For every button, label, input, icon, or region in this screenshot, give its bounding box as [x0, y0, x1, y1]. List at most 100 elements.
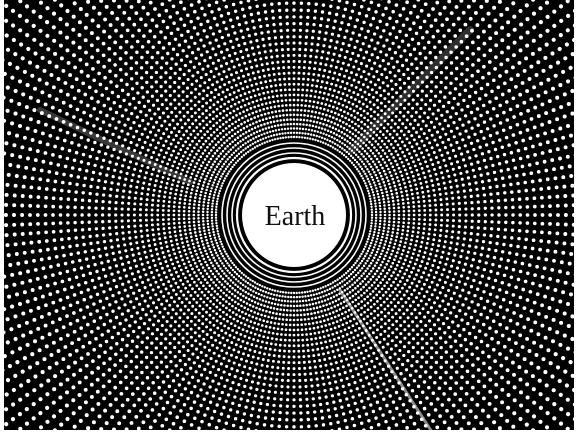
pattern-dot: [199, 23, 202, 26]
pattern-dot: [399, 372, 402, 375]
pattern-dot: [263, 352, 266, 355]
pattern-dot: [155, 80, 158, 83]
pattern-dot: [244, 104, 247, 107]
pattern-dot: [251, 112, 254, 115]
pattern-dot: [244, 406, 247, 409]
pattern-dot: [233, 264, 235, 266]
pattern-dot: [157, 298, 160, 301]
pattern-dot: [429, 253, 432, 256]
pattern-dot: [68, 149, 72, 153]
pattern-dot: [121, 164, 124, 167]
pattern-dot: [509, 349, 513, 353]
pattern-dot: [53, 238, 57, 242]
pattern-dot: [458, 225, 461, 228]
pattern-dot: [182, 155, 185, 158]
pattern-dot: [80, 213, 83, 216]
pattern-dot: [338, 298, 341, 301]
pattern-dot: [218, 281, 221, 284]
pattern-dot: [281, 299, 283, 301]
pattern-dot: [300, 314, 303, 317]
pattern-dot: [345, 29, 348, 32]
pattern-dot: [388, 269, 391, 272]
pattern-dot: [350, 273, 352, 275]
pattern-dot: [235, 389, 238, 392]
pattern-dot: [38, 177, 42, 181]
pattern-dot: [187, 157, 190, 160]
pattern-dot: [352, 361, 355, 364]
pattern-dot: [117, 244, 120, 247]
pattern-dot: [217, 233, 219, 235]
pattern-dot: [252, 338, 255, 341]
pattern-dot: [279, 16, 282, 19]
pattern-dot: [150, 66, 153, 69]
pattern-dot: [188, 167, 191, 170]
pattern-dot: [202, 330, 205, 333]
pattern-dot: [0, 182, 1, 186]
pattern-dot: [174, 145, 177, 148]
pattern-dot: [258, 408, 261, 411]
pattern-dot: [63, 288, 67, 292]
pattern-dot: [178, 43, 181, 46]
pattern-dot: [402, 312, 405, 315]
pattern-dot: [84, 146, 87, 149]
pattern-dot: [558, 300, 562, 304]
pattern-dot: [62, 306, 66, 310]
pattern-dot: [135, 130, 138, 133]
pattern-dot: [524, 280, 528, 284]
pattern-dot: [441, 286, 444, 289]
pattern-dot: [112, 279, 115, 282]
pattern-dot: [506, 368, 510, 372]
pattern-dot: [260, 114, 263, 117]
pattern-dot: [194, 308, 197, 311]
pattern-dot: [208, 161, 211, 164]
pattern-dot: [34, 158, 38, 162]
pattern-dot: [159, 342, 162, 345]
pattern-dot: [69, 322, 73, 326]
pattern-dot: [120, 34, 124, 38]
pattern-dot: [164, 346, 167, 349]
pattern-dot: [237, 303, 240, 306]
pattern-dot: [121, 404, 125, 408]
pattern-dot: [251, 300, 254, 303]
pattern-dot: [188, 221, 191, 224]
pattern-dot: [266, 320, 269, 323]
pattern-dot: [353, 318, 356, 321]
pattern-dot: [235, 331, 238, 334]
pattern-dot: [285, 411, 288, 414]
pattern-dot: [180, 290, 183, 293]
pattern-dot: [285, 104, 288, 107]
pattern-dot: [420, 276, 423, 279]
pattern-dot: [326, 25, 329, 28]
pattern-dot: [290, 300, 292, 302]
pattern-dot: [107, 97, 110, 100]
pattern-dot: [222, 428, 226, 432]
pattern-dot: [165, 287, 168, 290]
pattern-dot: [292, 379, 295, 382]
pattern-dot: [252, 327, 255, 330]
pattern-dot: [157, 386, 160, 389]
pattern-dot: [337, 304, 340, 307]
pattern-dot: [260, 314, 263, 317]
pattern-dot: [512, 311, 516, 315]
pattern-dot: [249, 289, 251, 291]
pattern-dot: [171, 244, 174, 247]
pattern-dot: [517, 237, 521, 241]
pattern-dot: [38, 140, 42, 144]
pattern-dot: [105, 5, 109, 9]
pattern-dot: [412, 252, 415, 255]
pattern-dot: [541, 222, 545, 226]
pattern-dot: [335, 84, 338, 87]
pattern-dot: [52, 12, 56, 16]
pattern-dot: [496, 341, 500, 345]
pattern-dot: [324, 87, 327, 90]
pattern-dot: [44, 151, 48, 155]
pattern-dot: [422, 232, 425, 235]
pattern-dot: [470, 353, 474, 357]
pattern-dot: [127, 208, 130, 211]
pattern-dot: [141, 341, 144, 344]
pattern-dot: [512, 293, 516, 297]
pattern-dot: [265, 86, 268, 89]
pattern-dot: [151, 219, 154, 222]
pattern-dot: [186, 147, 189, 150]
pattern-dot: [37, 240, 41, 244]
